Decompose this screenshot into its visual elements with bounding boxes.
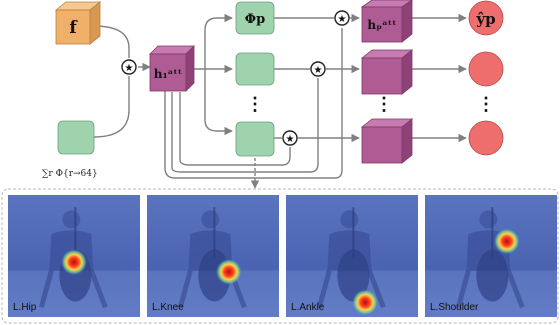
heatmap-hotspot: [215, 258, 242, 285]
person-head: [340, 210, 359, 229]
phi-sum-box: [57, 120, 95, 155]
cello: [476, 249, 509, 302]
heatmap-label: L.Shoulder: [430, 302, 479, 313]
multiply-circles: ★ ★ ★ ★: [121, 10, 350, 146]
heatmap-label: L.Ankle: [291, 302, 325, 313]
multiply-op-4: ★: [282, 130, 298, 146]
heatmap-panels: L.Hip L.Knee L.Ankle L.Shoulder: [8, 195, 557, 317]
output-circle-2: [468, 51, 504, 87]
phi-sum-to-mult: [93, 76, 130, 138]
person-head: [201, 210, 220, 229]
output-circle-n: [468, 120, 504, 156]
att-cube-n: [360, 118, 414, 164]
heatmap-label: L.Hip: [13, 302, 37, 313]
heatmap-panel: L.Hip: [8, 195, 140, 317]
cello: [337, 249, 370, 302]
ellipsis-outputs: ⋮: [477, 94, 495, 115]
heatmap-panel: L.Shoulder: [425, 195, 557, 317]
person-head: [62, 210, 81, 229]
heatmap-label: L.Knee: [152, 302, 184, 313]
heatmap-hotspot: [493, 228, 520, 255]
yp-circle: ŷp: [468, 0, 504, 36]
ellipsis-parts: ⋮: [246, 94, 264, 115]
part-box-2: [235, 52, 275, 86]
yp-label: ŷp: [475, 10, 495, 28]
heatmap-hotspot: [352, 289, 379, 316]
multiply-symbol: ★: [286, 134, 295, 145]
person-legs: [316, 269, 386, 309]
heatmap-hotspot: [61, 249, 87, 276]
part-box-n: [235, 121, 275, 157]
multiply-op-2: ★: [334, 10, 350, 26]
hp-att-cube: hₚᵃᵗᵗ: [360, 0, 413, 43]
ellipsis-att: ⋮: [375, 94, 393, 115]
feature-label: f: [69, 18, 78, 38]
multiply-symbol: ★: [125, 63, 134, 74]
multiply-symbol: ★: [338, 14, 347, 25]
person-legs: [38, 269, 108, 309]
phi-p-box: Φp: [235, 1, 275, 35]
heatmap-panel: L.Ankle: [286, 195, 418, 317]
phi-p-label: Φp: [245, 12, 265, 27]
att-cube-2: [360, 49, 414, 95]
h1-att-cube: h₁ᵃᵗᵗ: [149, 45, 195, 92]
h1-label: h₁ᵃᵗᵗ: [154, 67, 182, 81]
multiply-op-1: ★: [121, 59, 137, 75]
hp-label: hₚᵃᵗᵗ: [367, 18, 396, 32]
connectors: [93, 13, 467, 189]
person-legs: [455, 269, 525, 309]
feature-cube-f: f: [54, 1, 102, 45]
multiply-symbol: ★: [314, 65, 323, 76]
multiply-op-3: ★: [310, 61, 326, 77]
heatmap-panel: L.Knee: [147, 195, 279, 317]
phi-sum-label: ∑r Φ{r→64}: [42, 169, 98, 179]
heatmap-frame: [1, 188, 559, 324]
person-head: [479, 210, 498, 229]
